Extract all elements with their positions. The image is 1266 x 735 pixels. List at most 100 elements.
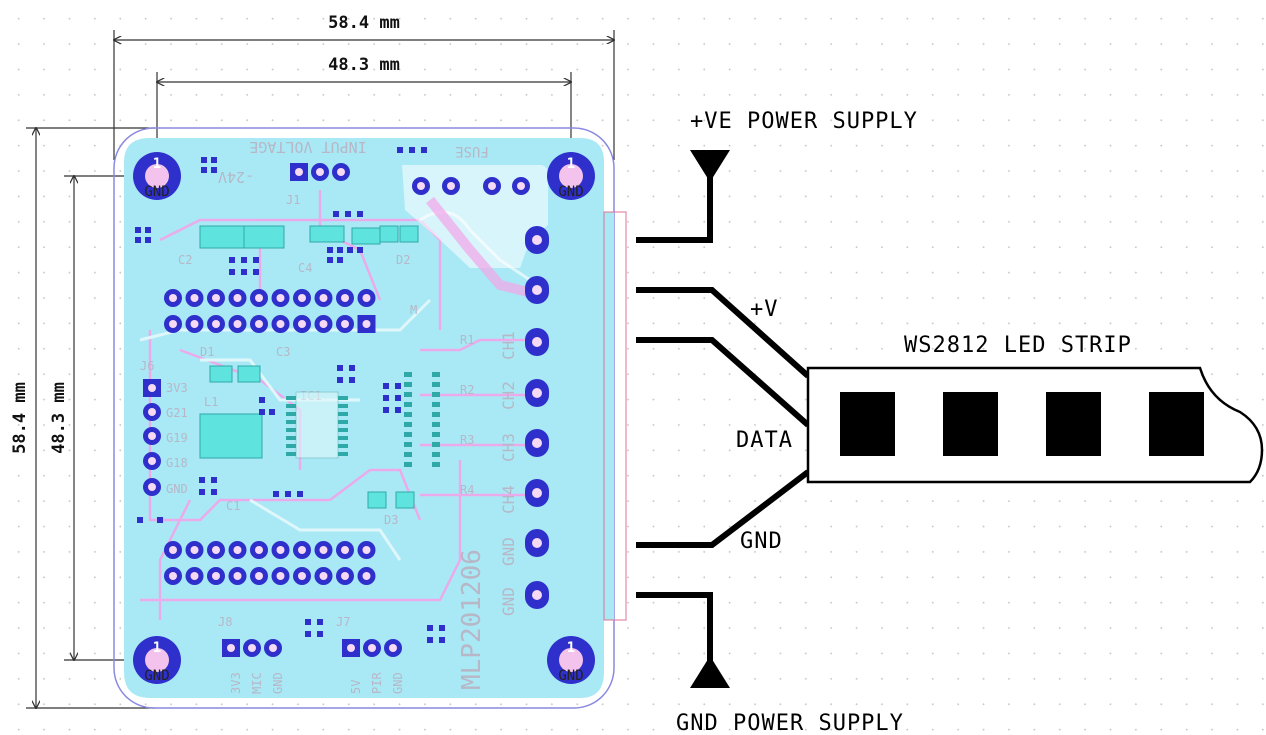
ref-c2: C2: [178, 253, 192, 267]
ref-c3: C3: [276, 345, 290, 359]
via: [347, 247, 353, 253]
via: [349, 365, 355, 371]
channel-label-ch3: CH3: [499, 433, 518, 462]
ic2-pin: [404, 422, 412, 427]
via: [305, 619, 311, 625]
header-bottom-pin-drill: [362, 546, 371, 554]
header-top-pin-drill: [341, 320, 349, 328]
via: [421, 147, 427, 153]
j8-pin-label-1: 3V3: [229, 672, 243, 694]
voltage-range-label: -24V: [218, 168, 254, 186]
header-top-pin-drill: [319, 320, 328, 328]
via: [201, 157, 207, 163]
channel-label-gnd-2: GND: [499, 587, 518, 616]
j6-pin-drill: [148, 384, 156, 392]
fuse-pin-drill: [488, 182, 496, 190]
ic1-pin: [338, 436, 348, 440]
via: [157, 517, 163, 523]
header-bottom-pin-drill: [341, 572, 349, 580]
gnd-wire: [636, 469, 810, 548]
smd-component: [367, 491, 387, 509]
mounting-hole-top-right: 1 GND: [547, 152, 595, 200]
channel-terminal-drill: [532, 285, 542, 295]
fuse-pin-drill: [417, 182, 425, 190]
via: [199, 489, 205, 495]
header-bottom-pin-drill: [319, 546, 328, 554]
j6-pin-label-2: G21: [166, 406, 188, 420]
pos-supply-arrow-icon: [690, 150, 730, 182]
j6-pin-drill: [148, 432, 156, 440]
data-label: DATA: [736, 428, 793, 453]
header-top-pin-drill: [276, 294, 285, 302]
ic1-pin: [338, 412, 348, 416]
via: [135, 237, 141, 243]
ic2-pin: [404, 392, 412, 397]
via: [439, 637, 445, 643]
plus-v-label: +V: [750, 297, 779, 322]
ic2-pin: [404, 372, 412, 377]
header-top-pin-drill: [233, 294, 242, 302]
ic1-pin: [286, 404, 296, 408]
led-chip: [1149, 392, 1204, 456]
inner-width-label: 48.3 mm: [328, 55, 400, 75]
ref-l1: L1: [204, 395, 218, 409]
smd-component: [379, 225, 399, 243]
via: [337, 247, 343, 253]
ic1-pin: [286, 452, 296, 456]
via: [259, 397, 265, 403]
channel-label-ch4: CH4: [499, 485, 518, 514]
fuse-pin-drill: [517, 182, 525, 190]
smd-component: [351, 227, 381, 245]
led-strip-body: [806, 366, 1264, 484]
ic2-pin: [404, 462, 412, 467]
header-top-pin-drill: [362, 320, 371, 328]
pos-supply-label: +VE POWER SUPPLY: [690, 109, 918, 134]
j7-pin-drill: [368, 644, 376, 652]
header-bottom-pin-drill: [362, 572, 371, 580]
j1-pin-drill: [337, 168, 345, 176]
via: [383, 395, 389, 401]
smd-component: [199, 413, 263, 459]
header-top-pin-drill: [190, 294, 199, 302]
dimension-outer-height: [26, 128, 155, 708]
smd-component: [309, 225, 345, 243]
input-voltage-label: INPUT VOLTAGE: [249, 138, 366, 156]
header-bottom-pin-drill: [341, 546, 349, 554]
via: [273, 491, 279, 497]
via: [305, 631, 311, 637]
channel-labels: CH1 CH2 CH3 CH4 GND GND: [499, 331, 518, 616]
j6-pin-label-5: GND: [166, 482, 188, 496]
mount-pin-number: 1: [567, 640, 575, 656]
via: [241, 257, 247, 263]
ic2-pin: [404, 442, 412, 447]
via: [327, 257, 333, 263]
via: [337, 365, 343, 371]
fuse-pin-drill: [447, 182, 455, 190]
ref-r3: R3: [460, 433, 474, 447]
gnd-label: GND: [740, 529, 783, 554]
via: [337, 377, 343, 383]
j7-pin-label-1: 5V: [349, 680, 363, 694]
channel-label-ch2: CH2: [499, 381, 518, 410]
via: [345, 211, 351, 217]
header-bottom-pin-drill: [298, 546, 306, 554]
power-trace: [426, 196, 542, 300]
channel-terminal-drill: [532, 488, 542, 498]
ref-c1: C1: [226, 499, 240, 513]
j7-pin-drill: [389, 644, 397, 652]
ic1-pin: [338, 404, 348, 408]
ic1-pin: [286, 420, 296, 424]
header-bottom-pin-drill: [169, 546, 177, 554]
j6-pin-labels: 3V3 G21 G19 G18 GND: [166, 381, 188, 496]
j8-pin-drill: [248, 644, 256, 652]
led-chip: [840, 392, 895, 456]
ic2-pin: [404, 412, 412, 417]
via: [327, 247, 333, 253]
header-bottom-pin-drill: [233, 572, 242, 580]
gnd-supply-arrow-icon: [690, 656, 730, 688]
via: [199, 477, 205, 483]
ic1-body: [295, 391, 339, 459]
ref-j8: J8: [218, 615, 232, 629]
j1-pin-drill: [316, 168, 324, 176]
